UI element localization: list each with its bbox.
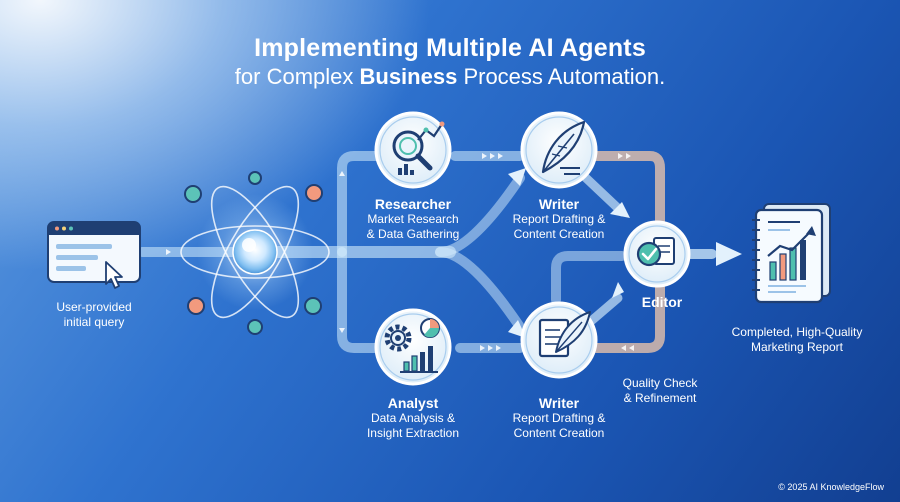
chevron-down-icon: [339, 328, 345, 333]
input-caption: User-provided initial query: [38, 300, 150, 330]
chevron-right-icon: [618, 153, 623, 159]
title-line-2-bold: Business: [359, 64, 458, 89]
title-line-2-prefix: for Complex: [234, 64, 360, 89]
writer-bottom-desc-line-2: Content Creation: [513, 426, 605, 440]
editor-desc-line-2: & Refinement: [623, 391, 697, 405]
writer-bottom-badge: [520, 301, 598, 379]
chevron-left-icon: [621, 345, 626, 351]
chevron-right-icon: [482, 153, 487, 159]
chevron-right-icon: [166, 249, 171, 255]
flow-split-down: [435, 247, 527, 335]
cursor-icon: [105, 261, 123, 289]
editor-badge: [623, 220, 691, 288]
chevron-right-icon: [490, 153, 495, 159]
flow-writer-top-diagonal: [581, 173, 627, 217]
binder-rings: [752, 219, 760, 291]
flow-editor-return: [591, 281, 665, 353]
analyst-badge: [374, 308, 452, 386]
title-line-1: Implementing Multiple AI Agents: [254, 34, 646, 62]
writer-top-name: Writer: [538, 196, 580, 212]
chevron-right-icon: [480, 345, 485, 351]
chevron-right-icon: [488, 345, 493, 351]
title-line-2: for Complex Business Process Automation.: [0, 64, 900, 90]
node-orange: [305, 184, 323, 202]
chevron-right-icon: [496, 345, 501, 351]
flow-chevrons: [166, 153, 634, 351]
output-caption-line-2: Marketing Report: [750, 340, 844, 354]
analyst-label: Analyst Data Analysis & Insight Extracti…: [353, 396, 473, 441]
node-teal: [184, 185, 202, 203]
input-browser-window: [47, 221, 141, 289]
analyst-desc-line-2: Insight Extraction: [366, 426, 460, 440]
output-caption: Completed, High-Quality Marketing Report: [712, 325, 882, 355]
arrow-head-icon: [612, 282, 624, 298]
chevron-up-icon: [339, 171, 345, 176]
node-orange: [187, 297, 205, 315]
flow-writer-top-to-editor: [591, 151, 665, 227]
arrow-head-icon: [508, 168, 526, 186]
title-line-2-suffix: Process Automation.: [457, 64, 666, 89]
writer-bottom-name: Writer: [538, 395, 580, 411]
writer-top-label: Writer Report Drafting & Content Creatio…: [497, 197, 621, 242]
researcher-desc-line-1: Market Research: [367, 212, 459, 226]
researcher-desc-line-2: & Data Gathering: [366, 227, 460, 241]
researcher-label: Researcher Market Research & Data Gather…: [353, 197, 473, 242]
writer-top-desc-line-1: Report Drafting &: [512, 212, 606, 226]
chevron-right-icon: [498, 153, 503, 159]
input-caption-line-2: initial query: [63, 315, 125, 329]
arrow-head-icon: [716, 242, 742, 266]
flow-to-researcher: [337, 151, 383, 257]
analyst-desc-line-1: Data Analysis &: [370, 411, 456, 425]
gear-chart-icon: [384, 318, 440, 373]
flow-to-analyst: [337, 247, 383, 353]
flow-writer-bottom-diagonal: [585, 293, 623, 327]
ai-hub-atom-icon: [180, 171, 330, 335]
output-caption-line-1: Completed, High-Quality: [731, 325, 863, 339]
researcher-badge: [374, 111, 452, 189]
editor-caption: Quality Check & Refinement: [604, 376, 716, 406]
input-caption-line-1: User-provided: [56, 300, 132, 314]
editor-name: Editor: [641, 294, 683, 310]
node-teal: [247, 319, 263, 335]
analyst-name: Analyst: [387, 395, 439, 411]
report-document-icon: [752, 203, 831, 304]
flow-writer-bottom-up: [551, 251, 627, 305]
writer-bottom-desc-line-1: Report Drafting &: [512, 411, 606, 425]
node-teal: [304, 297, 322, 315]
magnifier-chart-icon: [392, 121, 445, 175]
node-teal: [248, 171, 262, 185]
researcher-name: Researcher: [374, 196, 452, 212]
arrow-head-icon: [610, 202, 630, 218]
document-quill-icon: [538, 311, 591, 358]
writer-top-desc-line-2: Content Creation: [513, 227, 605, 241]
chevron-right-icon: [626, 153, 631, 159]
checklist-icon: [636, 237, 675, 267]
copyright-text: © 2025 AI KnowledgeFlow: [778, 482, 884, 492]
writer-top-badge: [520, 111, 598, 189]
chevron-left-icon: [629, 345, 634, 351]
editor-desc-line-1: Quality Check: [622, 376, 698, 390]
quill-icon: [541, 120, 586, 175]
writer-bottom-label: Writer Report Drafting & Content Creatio…: [497, 396, 621, 441]
